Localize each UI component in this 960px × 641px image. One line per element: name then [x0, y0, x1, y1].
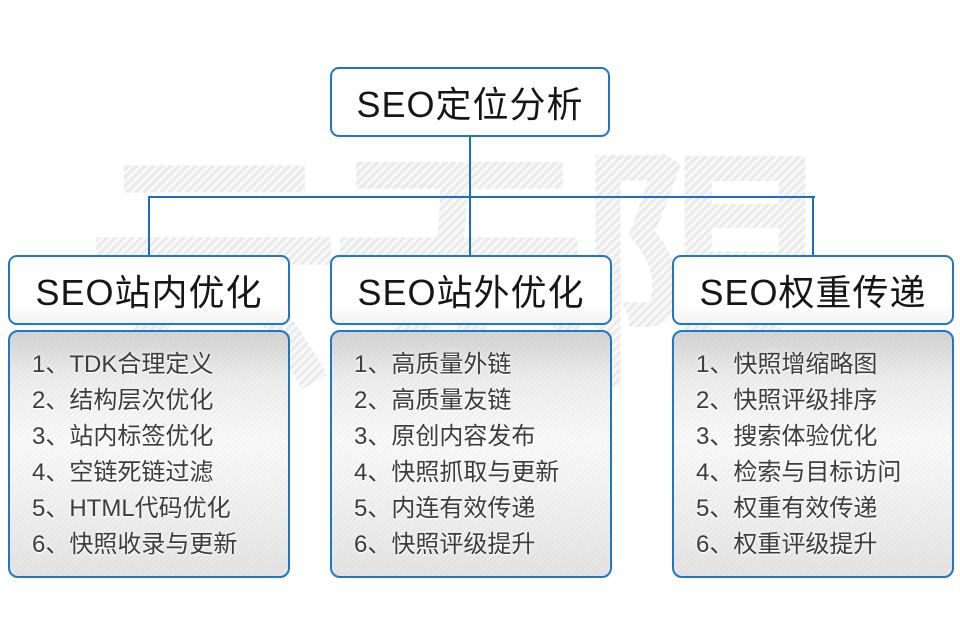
column-header-label: SEO站外优化 [357, 272, 585, 313]
column-header: SEO权重传递 [672, 255, 954, 325]
list-item: 2、快照评级排序 [696, 387, 878, 414]
root-node: SEO定位分析 [330, 67, 610, 137]
list-item: 4、空链死链过滤 [32, 459, 214, 486]
list-item: 2、高质量友链 [354, 387, 512, 414]
list-item: 3、站内标签优化 [32, 423, 214, 450]
column-onsite-seo: SEO站内优化 1、TDK合理定义 2、结构层次优化 3、站内标签优化 4、空链… [8, 255, 290, 578]
column-header-label: SEO站内优化 [35, 272, 263, 313]
list-item: 1、快照增缩略图 [696, 351, 878, 378]
list-item: 4、检索与目标访问 [696, 459, 902, 486]
list-item: 6、权重评级提升 [696, 531, 878, 558]
list-item: 6、快照收录与更新 [32, 531, 238, 558]
list-item: 5、HTML代码优化 [32, 495, 231, 522]
list-item: 3、搜索体验优化 [696, 423, 878, 450]
root-node-label: SEO定位分析 [356, 84, 584, 125]
column-list: 1、TDK合理定义 2、结构层次优化 3、站内标签优化 4、空链死链过滤 5、H… [8, 330, 290, 578]
list-item: 6、快照评级提升 [354, 531, 536, 558]
column-header: SEO站内优化 [8, 255, 290, 325]
column-weight-transfer: SEO权重传递 1、快照增缩略图 2、快照评级排序 3、搜索体验优化 4、检索与… [672, 255, 954, 578]
column-list: 1、高质量外链 2、高质量友链 3、原创内容发布 4、快照抓取与更新 5、内连有… [330, 330, 612, 578]
connector-branch-right [812, 197, 814, 256]
connector-branch-left [148, 197, 150, 256]
column-list: 1、快照增缩略图 2、快照评级排序 3、搜索体验优化 4、检索与目标访问 5、权… [672, 330, 954, 578]
list-item: 1、TDK合理定义 [32, 351, 214, 378]
list-item: 5、权重有效传递 [696, 495, 878, 522]
column-offsite-seo: SEO站外优化 1、高质量外链 2、高质量友链 3、原创内容发布 4、快照抓取与… [330, 255, 612, 578]
list-item: 2、结构层次优化 [32, 387, 214, 414]
list-item: 4、快照抓取与更新 [354, 459, 560, 486]
column-header: SEO站外优化 [330, 255, 612, 325]
list-item: 1、高质量外链 [354, 351, 512, 378]
connector-horizontal-bar [148, 196, 815, 198]
list-item: 3、原创内容发布 [354, 423, 536, 450]
column-header-label: SEO权重传递 [699, 272, 927, 313]
list-item: 5、内连有效传递 [354, 495, 536, 522]
connector-trunk-vertical [469, 137, 471, 198]
connector-branch-center [469, 197, 471, 256]
